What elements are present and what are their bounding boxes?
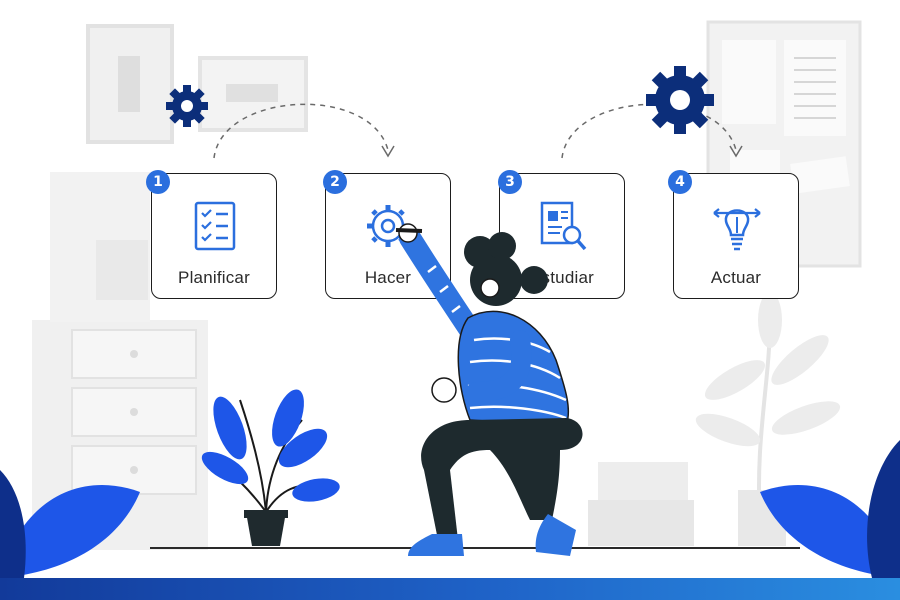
marker-pen [395,228,423,233]
flow-arrow-3-4 [561,103,737,159]
step-number-badge: 3 [498,170,522,194]
shoe [535,514,576,556]
step-label: Actuar [710,268,762,287]
potted-plant [201,389,340,546]
step-number-badge: 1 [146,170,170,194]
step-label: Planificar [178,268,250,287]
wall-frame-left [86,24,174,144]
step-card-4: Actuar [673,173,799,299]
step-card-1: Planificar [151,173,277,299]
step-number-badge: 4 [668,170,692,194]
background-boxes [598,462,688,502]
step-card-2: Hacer [325,173,451,299]
wall-frame-middle [198,56,308,132]
flow-arrow-1-2 [213,103,389,159]
decorative-leaf-left [0,484,140,578]
background-plant [695,292,841,546]
lightbulb-arrows-icon [713,208,761,251]
gear-icon [646,66,714,134]
bottom-color-band [0,578,900,600]
step-label: Hacer [364,268,412,287]
gear-icon [166,85,208,127]
decorative-leaf-right [760,484,900,578]
shoe [408,534,464,556]
checklist-icon [194,201,236,251]
document-search-icon [540,201,587,251]
step-number-badge: 2 [323,170,347,194]
